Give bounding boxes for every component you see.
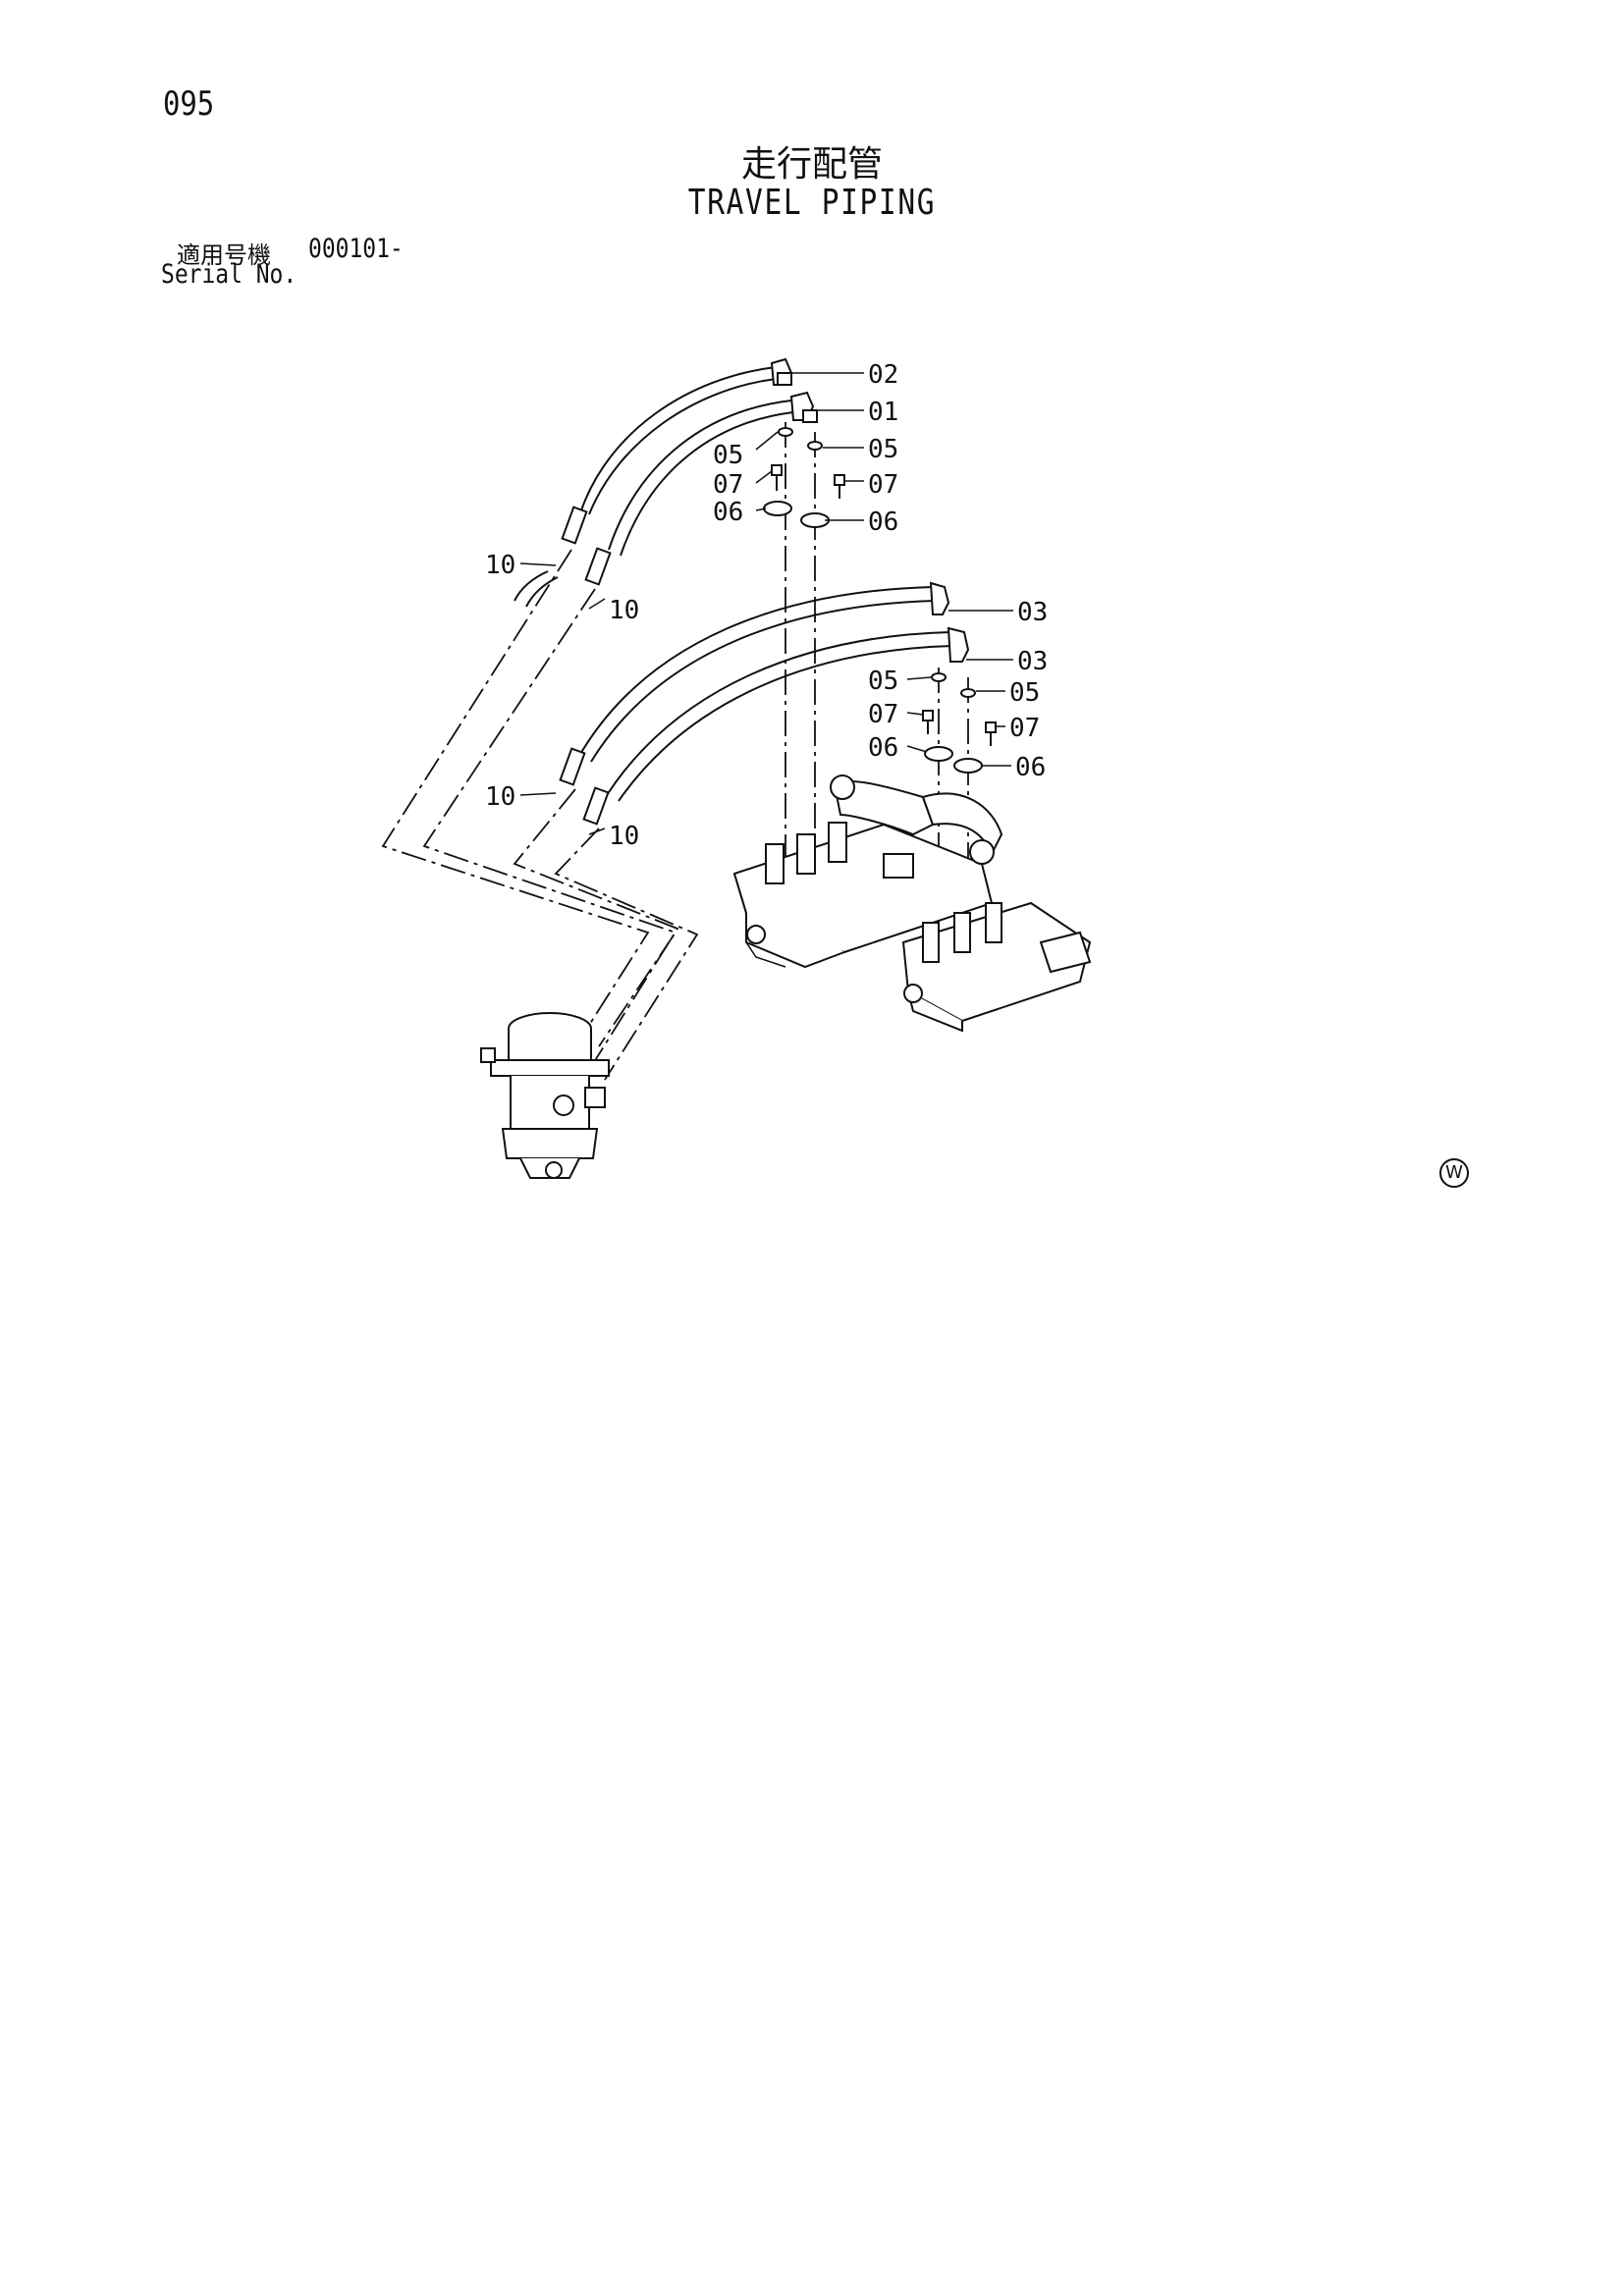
serial-label-japanese: 適用号機 bbox=[177, 241, 271, 269]
callout-05-right-lower: 05 bbox=[1009, 678, 1040, 708]
callout-03-lower: 03 bbox=[1017, 647, 1048, 676]
callout-10-d: 10 bbox=[609, 822, 639, 851]
center-swivel-joint bbox=[480, 1012, 610, 1179]
callout-10-c: 10 bbox=[485, 782, 515, 812]
callout-06-right-lower: 06 bbox=[1015, 753, 1046, 782]
callout-10-a: 10 bbox=[485, 551, 515, 580]
hose-01 bbox=[584, 391, 818, 586]
hose-03-lower bbox=[582, 626, 970, 826]
callout-03-upper: 03 bbox=[1017, 598, 1048, 627]
callout-07-left-upper: 07 bbox=[713, 470, 743, 500]
fittings-upper bbox=[763, 427, 845, 528]
callout-07-right-lower: 07 bbox=[1009, 714, 1040, 743]
callout-06-left-lower: 06 bbox=[868, 733, 898, 763]
serial-label-english: Serial No. bbox=[161, 259, 298, 290]
page-title-japanese: 走行配管 bbox=[740, 144, 883, 185]
callout-10-b: 10 bbox=[609, 596, 639, 625]
callout-05-left-lower: 05 bbox=[868, 667, 898, 696]
page-number: 095 bbox=[163, 84, 215, 124]
w-mark-icon: W bbox=[1439, 1158, 1469, 1188]
hose-02 bbox=[514, 357, 793, 608]
callout-06-left-upper: 06 bbox=[713, 498, 743, 527]
control-valve-assembly bbox=[732, 774, 1092, 1033]
fittings-lower bbox=[922, 672, 997, 774]
callout-05-left-upper: 05 bbox=[713, 441, 743, 470]
callout-06-right-upper: 06 bbox=[868, 507, 898, 537]
callout-07-left-lower: 07 bbox=[868, 700, 898, 729]
page-title-english: TRAVEL PIPING bbox=[687, 183, 937, 223]
callout-labels: 02 01 05 05 07 07 06 06 10 10 03 03 05 0… bbox=[485, 360, 1048, 851]
callout-05-right-upper: 05 bbox=[868, 435, 898, 464]
callout-07-right-upper: 07 bbox=[868, 470, 898, 500]
callout-02: 02 bbox=[868, 360, 898, 390]
leader-lines bbox=[519, 372, 1013, 835]
callout-01: 01 bbox=[868, 398, 898, 427]
serial-number-value: 000101- bbox=[308, 234, 404, 264]
hose-03-upper bbox=[559, 581, 950, 786]
hose-routing-lines bbox=[381, 549, 699, 1081]
